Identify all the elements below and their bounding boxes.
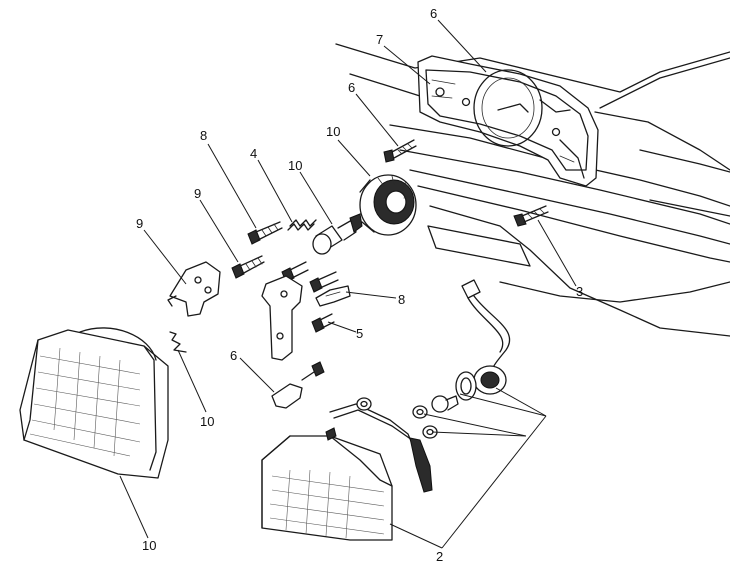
headlamp-mounting-frame — [417, 55, 599, 187]
bulb-socket-wire — [455, 279, 511, 401]
callout-10-spring: 10 — [200, 414, 214, 429]
callout-labels: 6 7 6 10 10 8 4 9 9 8 5 3 6 10 10 2 — [136, 6, 583, 564]
car-front-body — [335, 43, 730, 337]
callout-8-right: 8 — [398, 292, 405, 307]
gasket-strip — [329, 403, 433, 493]
clip-8-right — [315, 285, 351, 307]
small-bulb — [431, 395, 459, 413]
nut-upper — [412, 405, 428, 419]
callout-10-headlamp: 10 — [142, 538, 156, 553]
adjuster-screw-9 — [231, 255, 265, 279]
callout-6-lower: 6 — [230, 348, 237, 363]
callout-10-socket: 10 — [288, 158, 302, 173]
headlamp-unit — [19, 327, 169, 479]
nut-left — [356, 397, 372, 411]
adjuster-spring-4 — [287, 219, 317, 231]
callout-9-upper: 9 — [194, 186, 201, 201]
bracket-9-left — [167, 261, 221, 317]
callout-4: 4 — [250, 146, 257, 161]
callout-7: 7 — [376, 32, 383, 47]
callout-9-left: 9 — [136, 216, 143, 231]
screw-3 — [513, 205, 549, 227]
bulb-10 — [312, 213, 363, 255]
leader-lines — [119, 19, 577, 549]
indicator-lamp — [261, 427, 393, 541]
reflector-housing — [359, 174, 417, 236]
adjuster-screw-8-top — [247, 221, 283, 245]
bracket-6-center — [261, 275, 303, 361]
callout-6-screw: 6 — [348, 80, 355, 95]
screw-6-upper — [383, 139, 417, 163]
callout-8-top: 8 — [200, 128, 207, 143]
spring-clip-10 — [169, 331, 187, 353]
callout-5: 5 — [356, 326, 363, 341]
callout-2: 2 — [436, 549, 443, 564]
clip-6-lower — [271, 361, 325, 409]
callout-6-top: 6 — [430, 6, 437, 21]
screw-middle-2 — [309, 271, 339, 293]
callout-10-bulb: 10 — [326, 124, 340, 139]
callout-3: 3 — [576, 284, 583, 299]
